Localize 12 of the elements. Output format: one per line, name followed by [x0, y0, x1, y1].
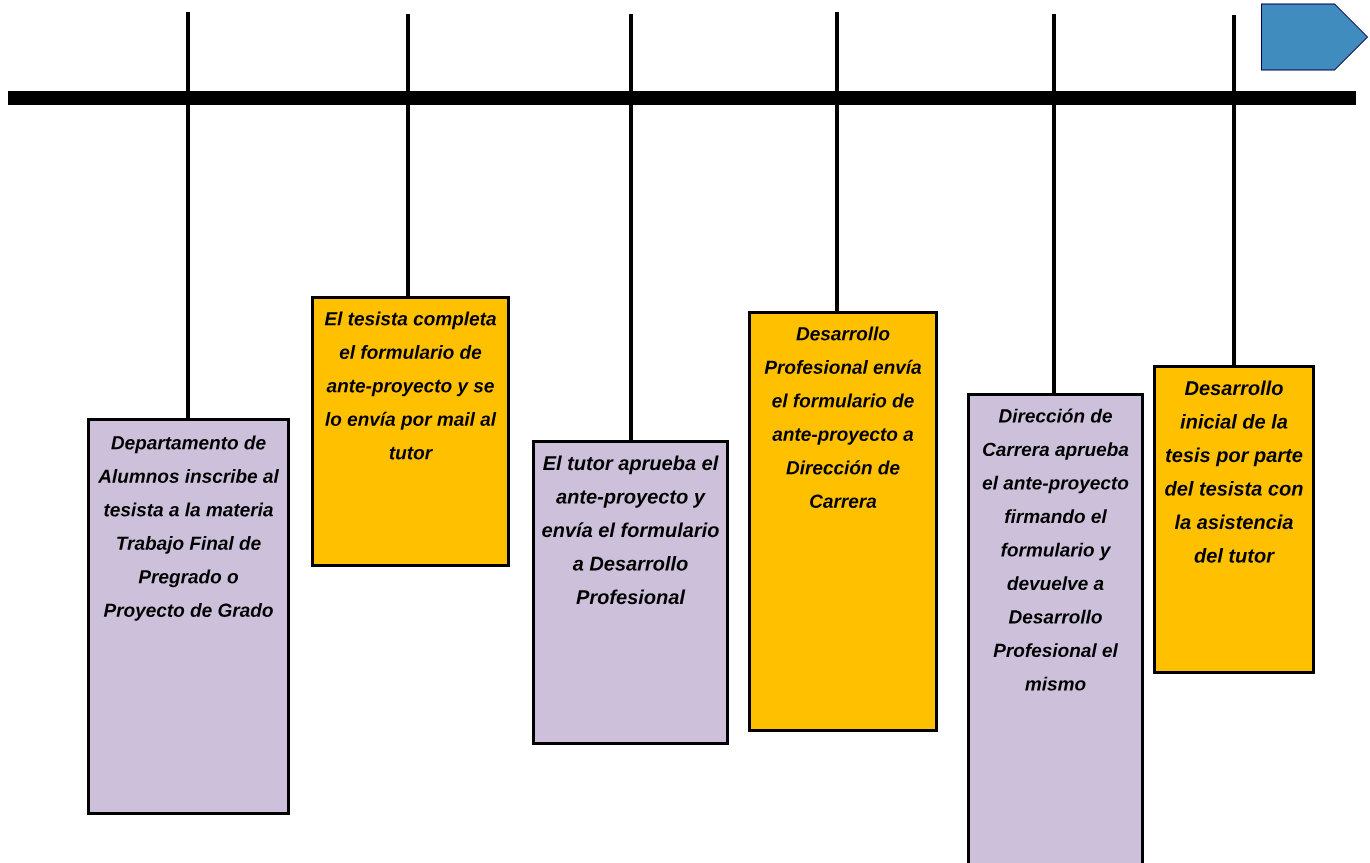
connector-line	[835, 12, 839, 311]
process-box: Desarrollo inicial de la tesis por parte del tesista con la asistencia del tutor	[1153, 365, 1315, 674]
connector-line	[1232, 15, 1236, 365]
connector-line	[186, 12, 190, 418]
connector-line	[1052, 14, 1056, 393]
connector-line	[406, 14, 410, 296]
process-box: Dirección de Carrera aprueba el ante-proyecto firmando el formulario y devuelve a Desarrollo Profesional el mismo	[967, 393, 1144, 863]
process-box: El tesista completa el formulario de ante-proyecto y se lo envía por mail al tutor	[311, 296, 510, 567]
process-box: El tutor aprueba el ante-proyecto y envía el formulario a Desarrollo Profesional	[532, 440, 729, 745]
process-box: Desarrollo Profesional envía el formulario de ante-proyecto a Dirección de Carrera	[748, 311, 938, 732]
process-box: Departamento de Alumnos inscribe al tesista a la materia Trabajo Final de Pregrado o Proyecto de Grado	[87, 418, 290, 815]
connector-line	[629, 14, 633, 440]
